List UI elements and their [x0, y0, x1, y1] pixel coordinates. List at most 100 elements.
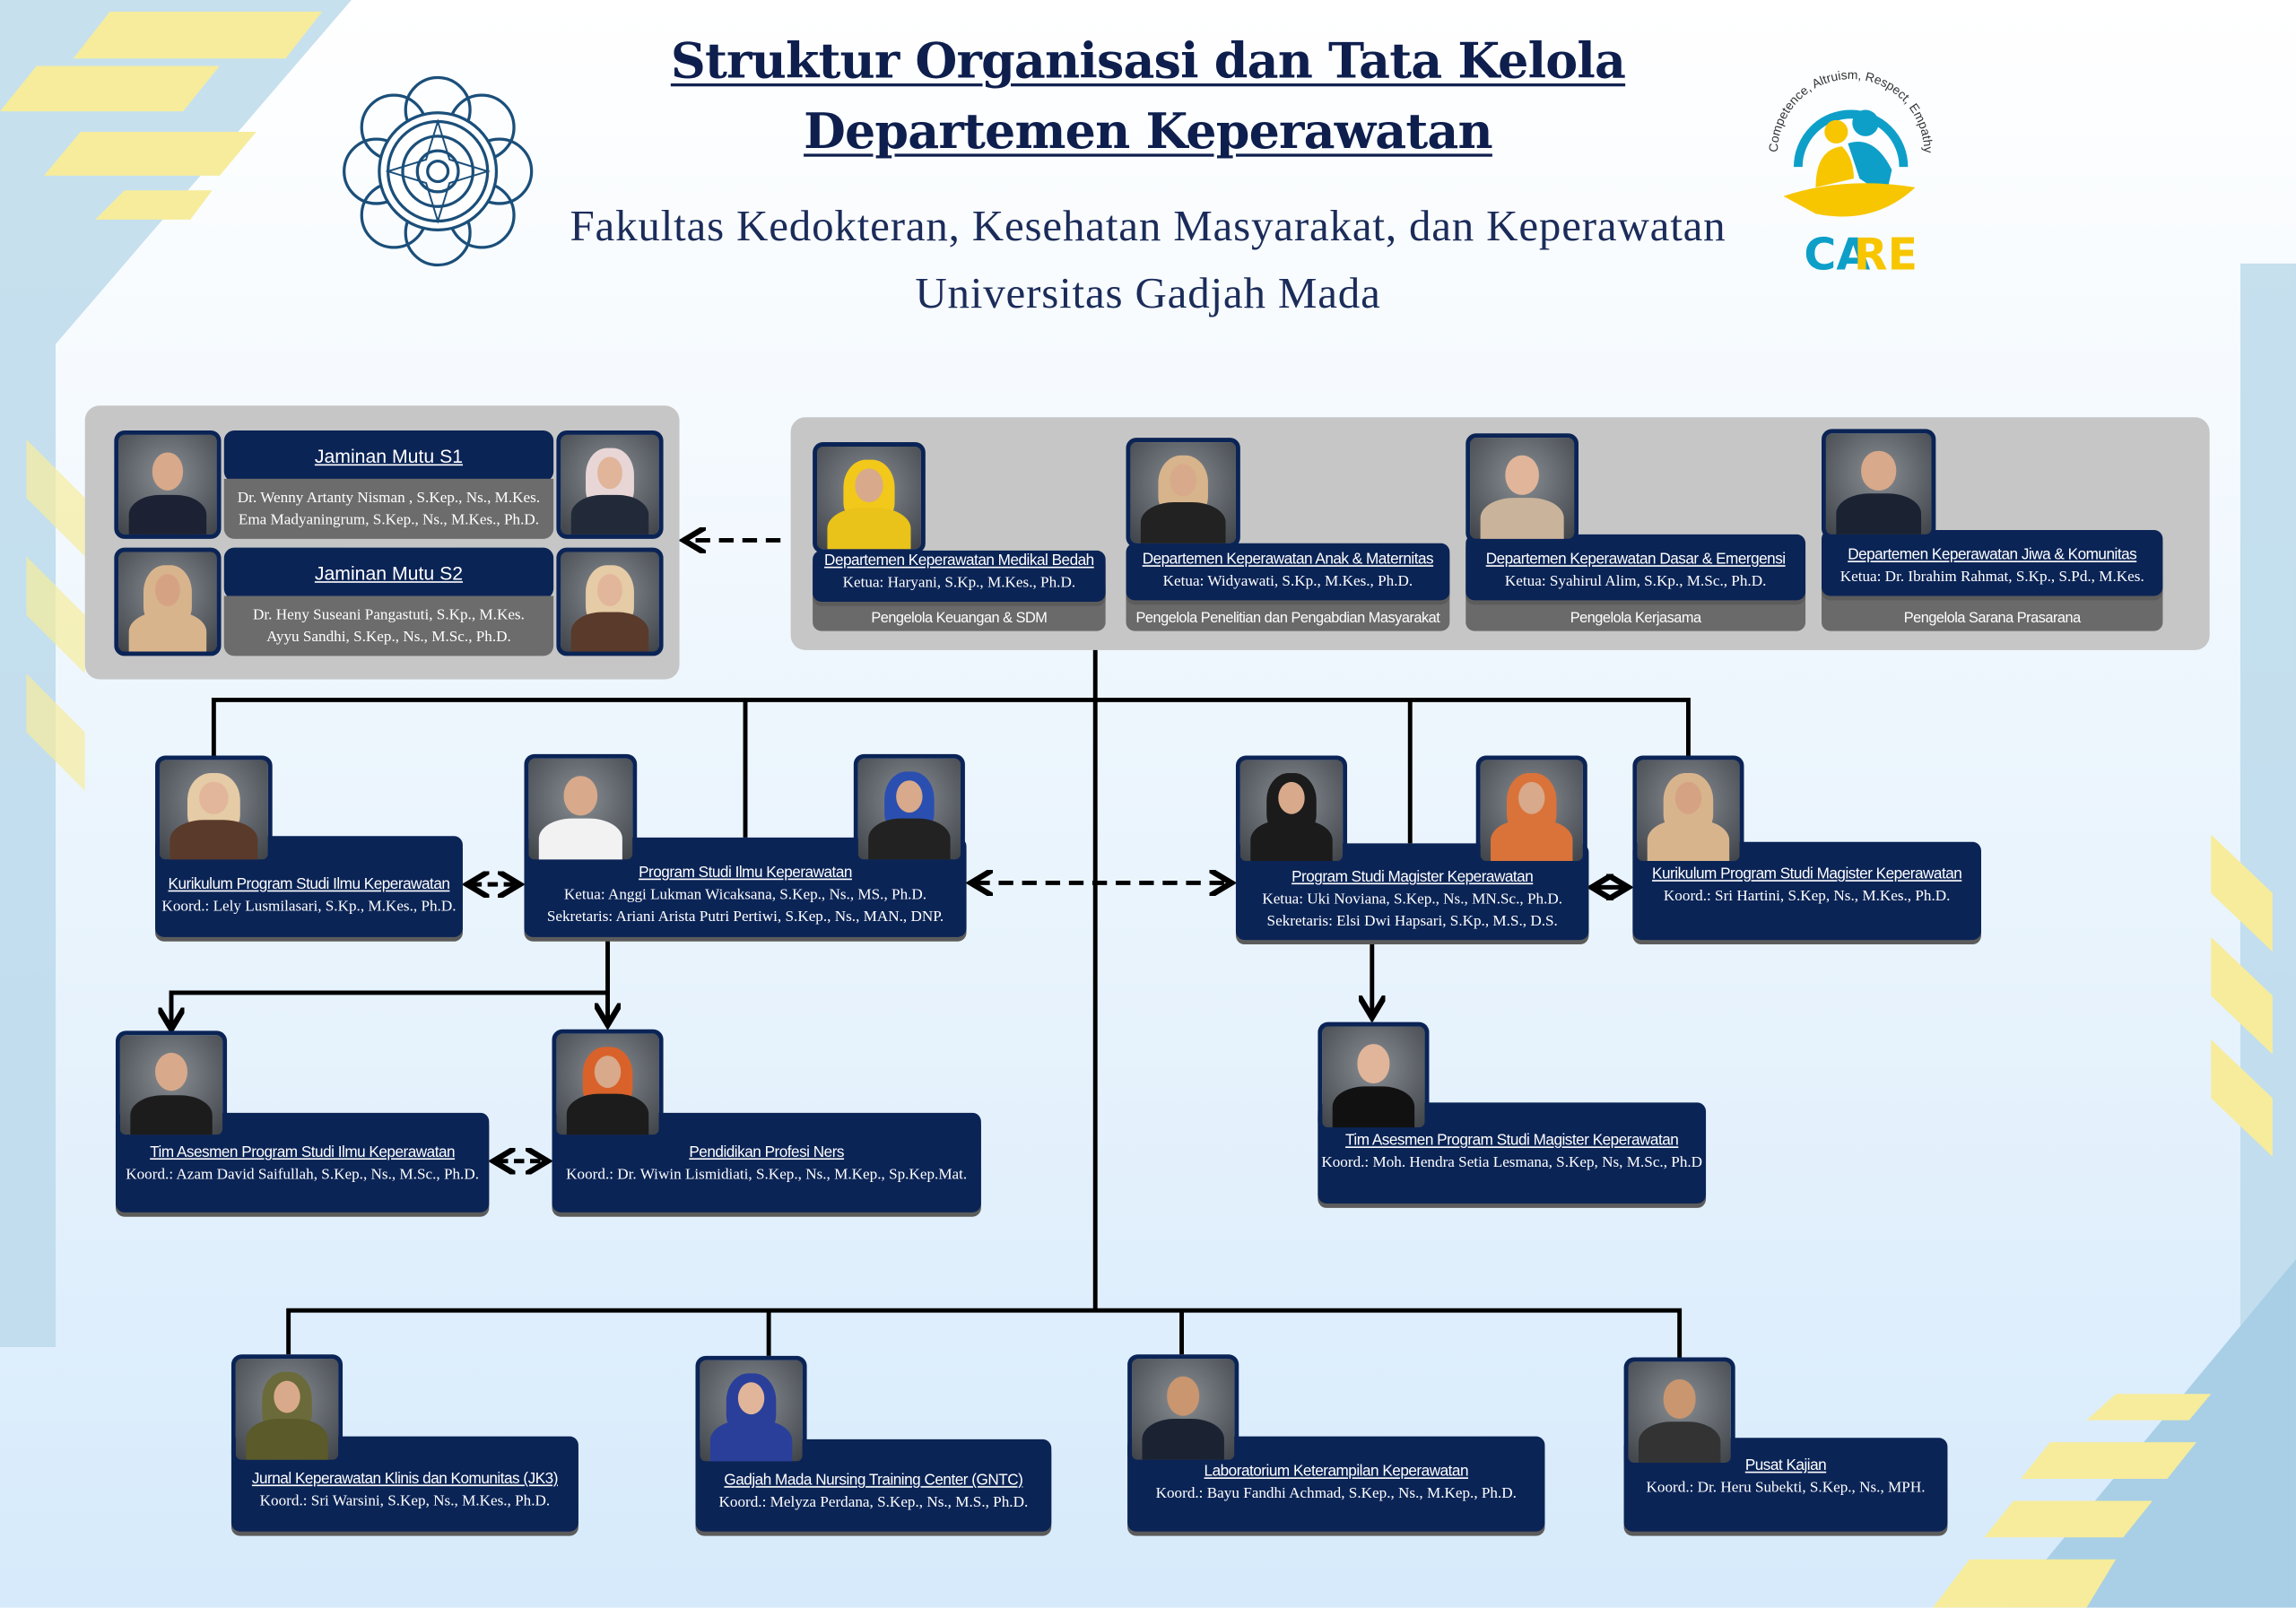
- jk3-photo: [230, 1354, 344, 1465]
- clothing: [827, 508, 911, 550]
- clothing: [1141, 502, 1226, 543]
- kurikulum-psik-person: Koord.: Lely Lusmilasari, S.Kp., M.Kes.,…: [161, 899, 457, 916]
- psik-photo: [524, 753, 638, 865]
- face: [596, 456, 623, 489]
- clothing: [570, 494, 649, 535]
- department-box: Departemen Keperawatan Anak & Maternitas…: [1126, 543, 1450, 601]
- face: [594, 1056, 622, 1089]
- kurikulum-psmk-person: Koord.: Sri Hartini, S.Kep, Ns., M.Kes.,…: [1663, 889, 1951, 905]
- psmk-person: Sekretaris: Elsi Dwi Hapsari, S.Kp., M.S…: [1266, 913, 1558, 930]
- face: [1357, 1044, 1390, 1083]
- department-head: Ketua: Dr. Ibrahim Rahmat, S.Kp., S.Pd.,…: [1839, 569, 2144, 587]
- face: [596, 573, 623, 606]
- face: [896, 780, 923, 813]
- qa-member-name: Ayyu Sandhi, S.Kep., Ns., M.Sc., Ph.D.: [266, 629, 511, 646]
- asesmen-psmk-title: Tim Asesmen Program Studi Magister Keper…: [1345, 1132, 1679, 1150]
- clothing: [1647, 820, 1730, 861]
- asesmen-psmk-box: Tim Asesmen Program Studi Magister Keper…: [1318, 1102, 1707, 1204]
- psmk-title: Program Studi Magister Keperawatan: [1292, 868, 1534, 886]
- face: [1663, 1379, 1696, 1419]
- kurikulum-psmk-photo: [1632, 755, 1744, 865]
- psik-person: Sekretaris: Ariani Arista Putri Pertiwi,…: [546, 908, 944, 926]
- qa-member-name: Ema Madyaningrum, S.Kep., Ns., M.Kes., P…: [238, 511, 540, 528]
- qa-member-name: Dr. Wenny Artanty Nisman , S.Kep., Ns., …: [237, 490, 541, 507]
- qa-photo-left: [114, 430, 222, 539]
- clothing: [1836, 493, 1921, 535]
- psmk-photo: [1475, 755, 1587, 865]
- face: [855, 469, 883, 502]
- department-head-photo: [1822, 429, 1936, 539]
- subtitle-line-1: Fakultas Kedokteran, Kesehatan Masyaraka…: [570, 202, 1726, 251]
- title-line-1: Struktur Organisasi dan Tata Kelola: [670, 31, 1626, 90]
- qa-members: Dr. Heny Suseani Pangastuti, S.Kp., M.Ke…: [223, 595, 554, 656]
- department-head: Ketua: Widyawati, S.Kp., M.Kes., Ph.D.: [1162, 573, 1413, 590]
- department-title: Departemen Keperawatan Medikal Bedah: [824, 552, 1094, 570]
- jk3-title: Jurnal Keperawatan Klinis dan Komunitas …: [251, 1470, 559, 1488]
- title-line-2: Departemen Keperawatan: [804, 102, 1493, 160]
- clothing: [170, 819, 257, 860]
- face: [737, 1382, 765, 1415]
- face: [1674, 782, 1702, 815]
- clothing: [246, 1419, 328, 1460]
- clothing: [1250, 820, 1333, 861]
- lab-photo: [1127, 1354, 1239, 1465]
- face: [152, 452, 184, 491]
- lower-branch-line: [286, 1308, 1683, 1358]
- kurikulum-psik-title: Kurikulum Program Studi Ilmu Keperawatan: [168, 875, 450, 893]
- clothing: [1638, 1421, 1721, 1464]
- department-title: Departemen Keperawatan Dasar & Emergensi: [1485, 550, 1786, 569]
- upper-branch-line: [211, 697, 1691, 758]
- svg-text:CA: CA: [1804, 229, 1870, 280]
- face: [199, 781, 229, 814]
- face: [1166, 1377, 1200, 1416]
- qa-members: Dr. Wenny Artanty Nisman , S.Kep., Ns., …: [223, 478, 554, 539]
- clothing: [1480, 498, 1564, 539]
- kurikulum-psmk-title: Kurikulum Program Studi Magister Keperaw…: [1652, 865, 1962, 883]
- gntc-title: Gadjah Mada Nursing Training Center (GNT…: [724, 1471, 1023, 1490]
- psik-photo: [853, 753, 965, 865]
- clothing: [130, 1094, 213, 1135]
- clothing: [709, 1421, 793, 1462]
- asesmen-psmk-person: Koord.: Moh. Hendra Setia Lesmana, S.Kep…: [1321, 1155, 1703, 1172]
- qa-photo-left: [114, 547, 222, 656]
- face: [274, 1380, 300, 1413]
- face: [563, 776, 597, 815]
- svg-text:RE: RE: [1854, 229, 1918, 280]
- clothing: [538, 819, 622, 860]
- face: [1169, 464, 1197, 497]
- lab-title: Laboratorium Keterampilan Keperawatan: [1204, 1463, 1469, 1481]
- pusat-kajian-photo: [1623, 1357, 1735, 1467]
- profesi-ners-person: Koord.: Dr. Wiwin Lismidiati, S.Kep., Ns…: [566, 1167, 968, 1184]
- pusat-kajian-person: Koord.: Dr. Heru Subekti, S.Kep., Ns., M…: [1646, 1480, 1926, 1497]
- qa-title: Jaminan Mutu S1: [223, 430, 554, 482]
- psik-person: Ketua: Anggi Lukman Wicaksana, S.Kep., N…: [563, 887, 927, 904]
- face: [1518, 782, 1545, 815]
- ugm-logo: [343, 75, 534, 267]
- psmk-person: Ketua: Uki Noviana, S.Kep., Ns., MN.Sc.,…: [1262, 891, 1563, 908]
- kurikulum-psik-photo: [155, 755, 273, 865]
- profesi-ners-photo: [552, 1029, 664, 1140]
- asesmen-psik-person: Koord.: Azam David Saifullah, S.Kep., Ns…: [126, 1167, 480, 1184]
- clothing: [566, 1094, 649, 1135]
- jk3-person: Koord.: Sri Warsini, S.Kep, Ns., M.Kes.,…: [259, 1493, 551, 1510]
- asesmen-psmk-photo: [1318, 1021, 1430, 1133]
- arrow-psik-asesmen: [171, 990, 608, 1025]
- care-logo: Competence, Altruism, Respect, Empathy C…: [1766, 67, 1935, 280]
- profesi-ners-title: Pendidikan Profesi Ners: [689, 1143, 845, 1161]
- qa-photo-right: [556, 547, 664, 656]
- face: [1505, 456, 1539, 495]
- gntc-photo: [695, 1355, 807, 1466]
- clothing: [868, 819, 951, 860]
- psmk-photo: [1235, 755, 1348, 865]
- clothing: [1491, 820, 1573, 861]
- department-head-photo: [1126, 438, 1240, 548]
- face: [1278, 782, 1305, 815]
- asesmen-psik-title: Tim Asesmen Program Studi Ilmu Keperawat…: [150, 1143, 456, 1161]
- qa-member-name: Dr. Heny Suseani Pangastuti, S.Kp., M.Ke…: [253, 606, 525, 623]
- asesmen-psik-box: Tim Asesmen Program Studi Ilmu Keperawat…: [115, 1112, 490, 1213]
- clothing: [128, 494, 207, 535]
- department-head: Ketua: Haryani, S.Kp., M.Kes., Ph.D.: [842, 575, 1076, 592]
